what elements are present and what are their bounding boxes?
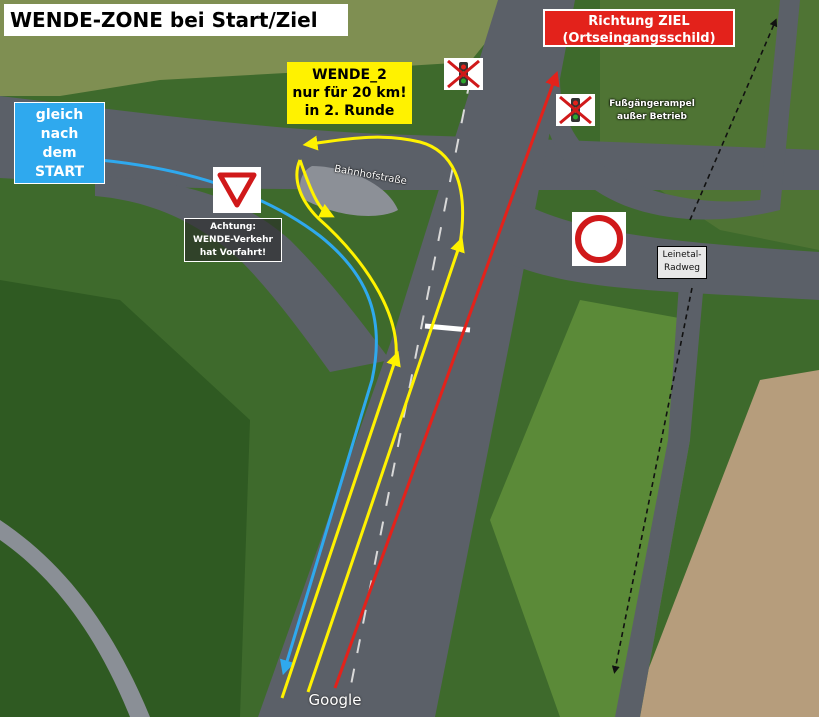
warning-callout-line: Achtung: <box>210 222 256 232</box>
start-callout-line: gleich <box>35 107 84 123</box>
pedestrian-light-note-line: außer Betrieb <box>617 112 687 122</box>
cycle-path-sign-line: Radweg <box>664 263 700 273</box>
turnaround-inner-arrow <box>298 159 335 218</box>
map-attribution: Google <box>308 691 362 709</box>
cycle-path <box>615 270 705 717</box>
traffic-island <box>300 166 398 216</box>
cycle-path-sign-line: Leinetal- <box>662 250 702 260</box>
turnaround-callout-line: in 2. Runde <box>304 103 395 119</box>
start-callout-line: nach <box>40 126 79 142</box>
turnaround-out-line <box>306 236 465 693</box>
start-route-line <box>99 158 378 676</box>
finish-callout: Richtung ZIEL (Ortseingangsschild) <box>543 9 735 47</box>
road-east-west <box>0 96 819 190</box>
road-east <box>500 190 819 300</box>
turnaround-callout: WENDE_2 nur für 20 km! in 2. Runde <box>287 62 412 124</box>
warning-callout-line: hat Vorfahrt! <box>199 248 267 258</box>
finish-route-line <box>333 70 560 689</box>
turnaround-callout-line: nur für 20 km! <box>292 85 407 101</box>
road-slip-left <box>95 176 390 372</box>
warning-callout-line: WENDE-Verkehr <box>192 235 273 245</box>
finish-callout-line: Richtung ZIEL <box>588 14 690 29</box>
turnaround-callout-line: WENDE_2 <box>312 67 387 83</box>
track-bottom-left <box>0 520 150 717</box>
warning-callout: Achtung: WENDE-Verkehr hat Vorfahrt! <box>184 218 282 262</box>
pedestrian-light-note-line: Fußgängerampel <box>609 99 695 109</box>
finish-callout-line: (Ortseingangsschild) <box>562 31 716 46</box>
turnaround-loop-top <box>302 135 465 245</box>
forest-bottom-left <box>0 280 250 717</box>
no-entry-sign-icon <box>572 212 626 266</box>
field-bottom-right <box>630 370 819 717</box>
start-callout-line: START <box>34 164 85 180</box>
cycle-path-sign: Leinetal- Radweg <box>657 246 707 279</box>
start-callout-line: dem <box>42 145 77 161</box>
pedestrian-light-note: Fußgängerampel außer Betrieb <box>596 98 708 128</box>
turnaround-return-line <box>280 350 401 699</box>
turnaround-loop-left <box>295 159 398 359</box>
traffic-light-off-icon <box>444 58 483 90</box>
road-north-east <box>540 0 800 220</box>
yield-sign-icon <box>213 167 261 213</box>
cycle-path-arrow-south <box>611 287 693 674</box>
start-callout: gleich nach dem START <box>14 102 105 184</box>
map-title: WENDE-ZONE bei Start/Ziel <box>4 4 348 36</box>
traffic-light-off-icon <box>556 94 595 126</box>
